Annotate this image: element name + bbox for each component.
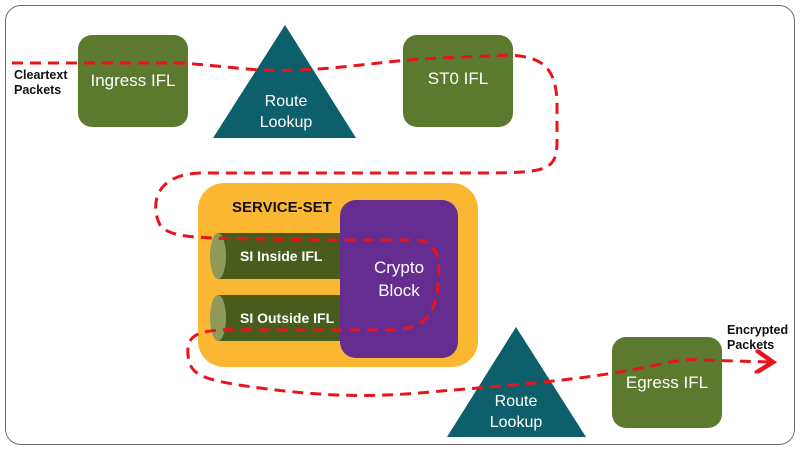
cleartext-packets-label: Cleartext Packets: [14, 68, 68, 98]
encrypted-label-line1: Encrypted: [727, 323, 789, 337]
route-lookup-top-line2: Lookup: [259, 114, 313, 131]
si-inside-ifl-label: SI Inside IFL: [240, 248, 323, 264]
ingress-ifl-label: Ingress IFL: [90, 71, 176, 90]
st0-ifl-node: ST0 IFL: [403, 35, 513, 127]
cleartext-label-line1: Cleartext: [14, 68, 68, 82]
route-lookup-bottom-triangle: [447, 327, 586, 437]
route-lookup-bottom-line2: Lookup: [489, 414, 543, 431]
ingress-ifl-node: Ingress IFL: [78, 35, 188, 127]
si-outside-ifl-label: SI Outside IFL: [240, 310, 335, 326]
si-outside-ifl-node: SI Outside IFL: [210, 295, 342, 341]
route-lookup-bottom-label: Route Lookup: [466, 391, 566, 433]
service-set-title: SERVICE-SET: [232, 199, 332, 216]
route-lookup-top-line1: Route: [264, 93, 308, 110]
route-lookup-top-label: Route Lookup: [236, 91, 336, 133]
route-lookup-bottom-line1: Route: [494, 393, 538, 410]
route-lookup-top-triangle: [213, 25, 356, 138]
st0-ifl-label: ST0 IFL: [427, 69, 489, 88]
encrypted-packets-label: Encrypted Packets: [727, 323, 788, 353]
egress-ifl-label: Egress IFL: [625, 372, 709, 392]
egress-ifl-node: Egress IFL: [612, 337, 722, 428]
crypto-label-line1: Crypto: [373, 258, 425, 277]
packet-path-dashed-line: [12, 53, 770, 397]
cylinder-cap-icon: [210, 233, 226, 279]
crypto-label-line2: Block: [378, 281, 420, 300]
encrypted-label-line2: Packets: [727, 338, 775, 352]
crypto-block-node: Crypto Block: [340, 200, 458, 358]
cleartext-label-line2: Packets: [14, 83, 62, 97]
